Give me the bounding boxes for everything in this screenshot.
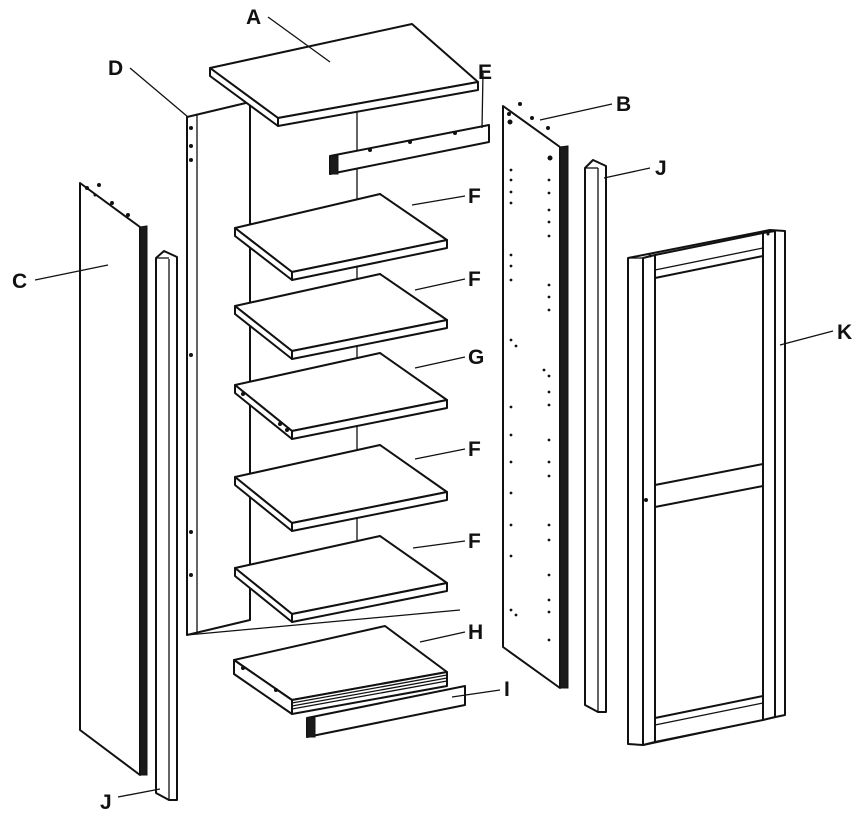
label-j-top: J xyxy=(655,157,667,180)
part-e-top-rail xyxy=(329,124,490,175)
part-i-bottom-rail xyxy=(306,685,466,738)
shelf-f-4 xyxy=(234,535,448,623)
part-labels: A D E B J F C F K G F F H I J xyxy=(12,6,853,814)
label-d: D xyxy=(108,57,124,80)
shelf-pin-holes xyxy=(509,168,551,642)
label-e: E xyxy=(478,61,493,84)
shelf-f-1 xyxy=(234,193,448,281)
shelf-f-3 xyxy=(234,444,448,532)
part-k-door xyxy=(627,229,786,746)
label-g: G xyxy=(468,346,485,369)
label-a: A xyxy=(246,6,262,29)
part-j-right-trim xyxy=(584,159,607,713)
part-c-left-side-panel xyxy=(79,182,148,776)
shelf-f-2 xyxy=(234,273,448,360)
label-i: I xyxy=(504,678,510,701)
label-f-2: F xyxy=(468,268,481,291)
label-j-bottom: J xyxy=(100,791,112,814)
part-h-bottom-panel xyxy=(233,625,448,715)
label-f-3: F xyxy=(468,438,481,461)
label-c: C xyxy=(12,270,28,293)
leader-lines xyxy=(34,16,834,798)
label-f-4: F xyxy=(468,530,481,553)
label-b: B xyxy=(616,93,632,116)
shelf-g xyxy=(234,352,448,440)
part-b-right-side-panel xyxy=(502,102,569,689)
label-k: K xyxy=(837,321,853,344)
label-h: H xyxy=(468,621,484,644)
label-f-1: F xyxy=(468,185,481,208)
part-a-top-panel xyxy=(209,23,479,127)
part-j-left-trim xyxy=(155,250,178,801)
